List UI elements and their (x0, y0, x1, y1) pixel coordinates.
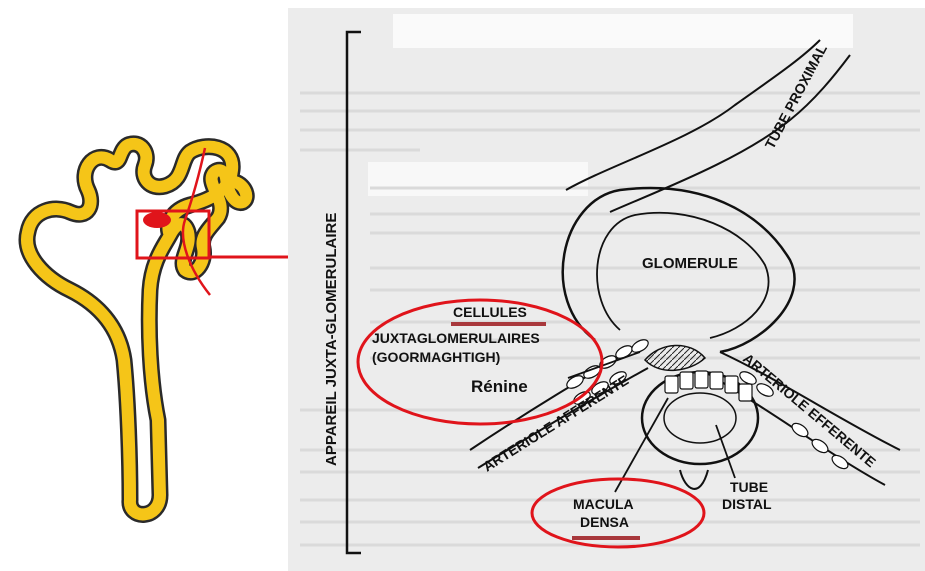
nephron-tube-fill (21, 137, 253, 521)
scanned-schema: APPAREIL JUXTA-GLOMERULAIRE TUBE PROXIMA… (288, 8, 925, 571)
renine-label: Rénine (471, 377, 528, 396)
cellules-pointer (567, 351, 641, 379)
macula-densa-pointer (614, 397, 669, 493)
tube-distal (640, 370, 760, 490)
tube-distal-pointer (715, 424, 736, 479)
nephron-illustration (18, 135, 255, 523)
arteriole-afferente-vessel (469, 339, 649, 469)
tube-proximal-wall (565, 39, 821, 191)
juxtaglomerular-cells (643, 344, 707, 372)
red-vessel (181, 147, 211, 296)
appareil-label: APPAREIL JUXTA-GLOMERULAIRE (323, 213, 340, 466)
glomerule-capsule-outer (561, 186, 796, 354)
cellules-label-line2: JUXTAGLOMERULAIRES (372, 330, 540, 346)
tube-distal-label-line2: DISTAL (722, 496, 772, 512)
cellules-highlight-ellipse (356, 298, 604, 426)
zoom-box (135, 209, 211, 260)
red-glomerulus-spot (143, 212, 171, 228)
arteriole-efferente-vessel (704, 351, 901, 486)
tube-distal-label-line1: TUBE (730, 479, 768, 495)
macula-densa-cells (664, 370, 753, 402)
macula-highlight-ellipse (530, 477, 706, 549)
glomerule-capsule-inner (596, 211, 770, 339)
tube-proximal-wall-inner (609, 54, 851, 213)
cellules-label-line1: CELLULES (453, 304, 527, 320)
glomerule-label: GLOMERULE (642, 255, 738, 272)
macula-label-line1: MACULA (573, 496, 634, 512)
cellules-label-line3: (GOORMAGHTIGH) (372, 349, 500, 365)
appareil-bracket (345, 30, 361, 555)
macula-label-line2: DENSA (580, 514, 629, 530)
